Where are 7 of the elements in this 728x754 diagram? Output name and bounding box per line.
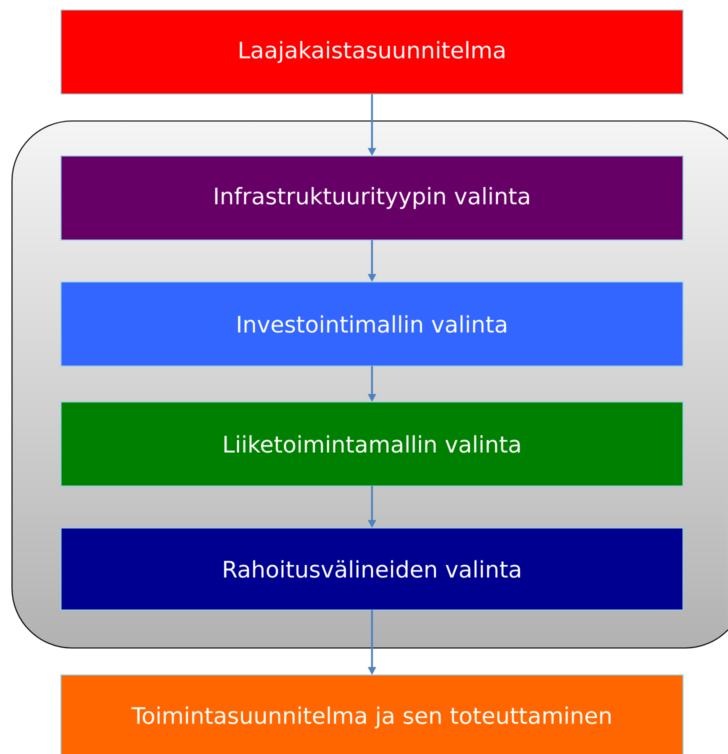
process-box: Rahoitusvälineiden valinta bbox=[60, 527, 684, 611]
process-box: Toimintasuunnitelma ja sen toteuttaminen bbox=[60, 674, 684, 754]
rounded-container bbox=[11, 120, 728, 649]
process-box: Infrastruktuurityypin valinta bbox=[60, 155, 684, 241]
process-box: Investointimallin valinta bbox=[60, 281, 684, 367]
process-box: Liiketoimintamallin valinta bbox=[60, 401, 684, 487]
process-box: Laajakaistasuunnitelma bbox=[60, 9, 684, 95]
